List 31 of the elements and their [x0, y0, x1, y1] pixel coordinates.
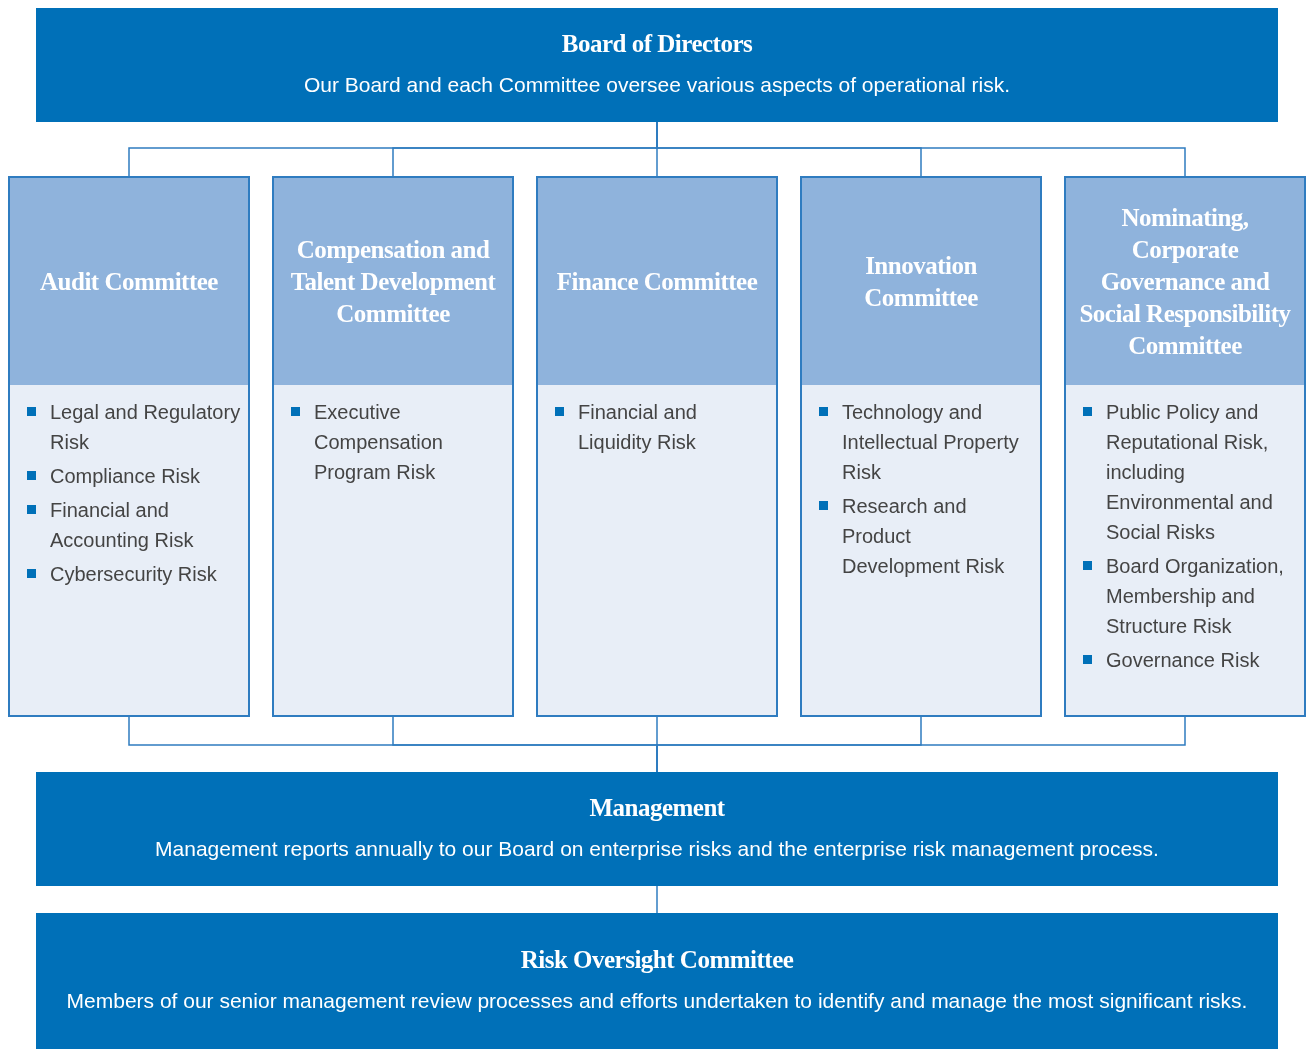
banner-heading: Management — [589, 793, 725, 824]
committee-card — [1064, 176, 1306, 717]
banner-box — [36, 772, 1278, 886]
risk-bullet-item: Public Policy and Reputational Risk, including Environmental and Social Risks — [1080, 397, 1298, 547]
banner-box — [36, 8, 1278, 122]
connector-line — [656, 885, 658, 914]
risk-bullet-item: Board Organization, Membership and Structure Risk — [1080, 551, 1298, 641]
risk-bullet-item: Executive Compensation Program Risk — [288, 397, 506, 487]
committee-heading: Finance Committee — [538, 178, 776, 385]
risk-bullet-item: Research and Product Development Risk — [816, 491, 1034, 581]
committee-card — [8, 176, 250, 717]
risk-bullet-item: Governance Risk — [1080, 645, 1298, 675]
banner-heading: Board of Directors — [561, 29, 753, 60]
committee-card — [800, 176, 1042, 717]
committee-heading: Compensation and Talent Development Committee — [274, 178, 512, 385]
risk-bullet-item: Compliance Risk — [24, 461, 242, 491]
banner-heading: Risk Oversight Committee — [520, 945, 794, 976]
committee-heading: Nominating, Corporate Governance and Social Responsibility Committee — [1066, 178, 1304, 385]
banner-description: Our Board and each Committee oversee various aspects of operational risk. — [303, 72, 1011, 99]
committee-card — [536, 176, 778, 717]
risk-bullet-item: Cybersecurity Risk — [24, 559, 242, 589]
risk-bullet-item: Legal and Regulatory Risk — [24, 397, 242, 457]
committee-heading: Innovation Committee — [802, 178, 1040, 385]
committee-card — [272, 176, 514, 717]
risk-bullet-item: Financial and Accounting Risk — [24, 495, 242, 555]
banner-box — [36, 913, 1278, 1049]
committee-heading: Audit Committee — [10, 178, 248, 385]
banner-description: Members of our senior management review processes and efforts undertaken to identify and manage the most significant risks. — [66, 988, 1248, 1015]
risk-bullet-item: Technology and Intellectual Property Risk — [816, 397, 1034, 487]
banner-description: Management reports annually to our Board on enterprise risks and the enterprise risk management process. — [155, 836, 1159, 863]
risk-bullet-item: Financial and Liquidity Risk — [552, 397, 770, 457]
